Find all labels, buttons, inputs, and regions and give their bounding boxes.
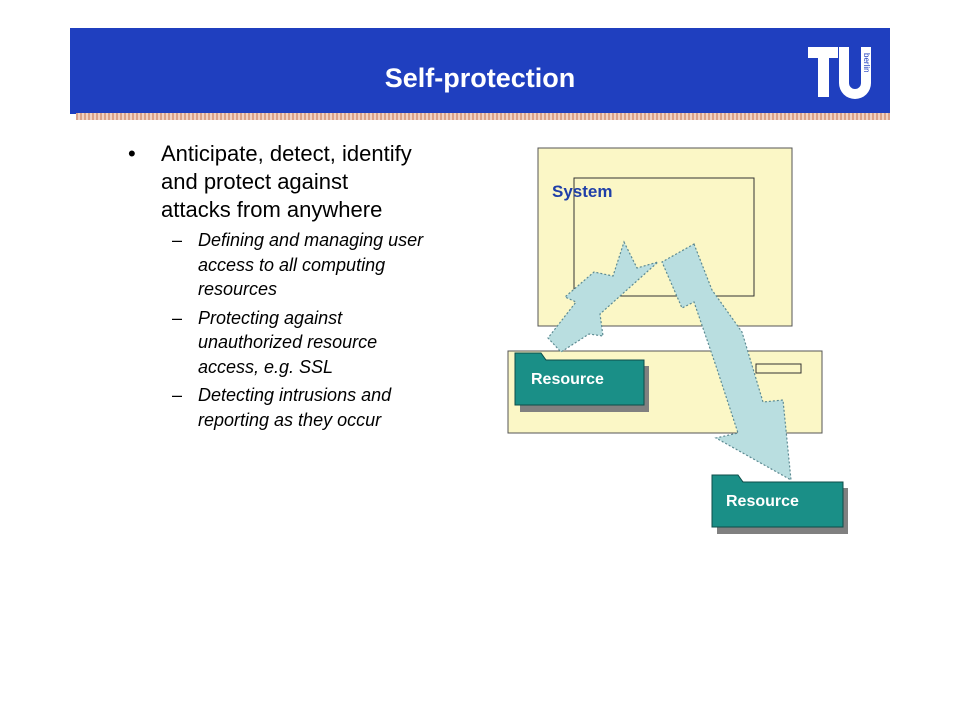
slide-header: Self-protection berlin <box>70 28 890 114</box>
sub-bullet-dash: – <box>172 230 183 250</box>
sub-bullet-dash: – <box>172 385 183 405</box>
tu-berlin-logo: berlin <box>808 47 871 99</box>
sub-bullet-line: unauthorized resource <box>198 332 378 352</box>
system-label: System <box>552 182 612 201</box>
sub-bullet-line: access, e.g. SSL <box>198 356 334 377</box>
resource-folder-inner: Resource <box>514 352 649 412</box>
sub-bullet-line: reporting as they occur <box>198 409 382 430</box>
arrow-to-outer-resource <box>661 243 792 482</box>
main-bullet-line: attacks from anywhere <box>161 197 383 222</box>
bullet-dot: • <box>128 141 136 166</box>
arrow-to-inner-resource <box>547 240 659 353</box>
sub-bullet-list: – Defining and managing user access to a… <box>172 228 508 432</box>
sub-bullet: – Protecting against unauthorized resour… <box>172 306 508 380</box>
sub-bullet-line: access to all computing <box>198 254 386 275</box>
resource-folder-outer: Resource <box>711 474 848 534</box>
drive-slot <box>755 363 802 374</box>
sub-bullet-line: Defining and managing user <box>198 230 424 250</box>
sub-bullet: – Defining and managing user access to a… <box>172 228 508 302</box>
resource-label-outer: Resource <box>726 493 799 510</box>
header-underline <box>76 113 890 120</box>
main-bullet: • Anticipate, detect, identify and prote… <box>128 140 508 224</box>
logo-text: berlin <box>862 53 871 73</box>
main-bullet-line: Anticipate, detect, identify <box>161 141 412 166</box>
sub-bullet-line: Detecting intrusions and <box>198 385 392 405</box>
sub-bullet-line: Protecting against <box>198 307 343 328</box>
sub-bullet-dash: – <box>172 307 183 328</box>
bullet-list: • Anticipate, detect, identify and prote… <box>128 140 508 436</box>
main-bullet-line: and protect against <box>161 169 349 194</box>
slide-title: Self-protection <box>384 63 576 93</box>
sub-bullet: – Detecting intrusions and reporting as … <box>172 383 508 432</box>
sub-bullet-line: resources <box>198 279 278 299</box>
resource-label-inner: Resource <box>531 371 604 388</box>
